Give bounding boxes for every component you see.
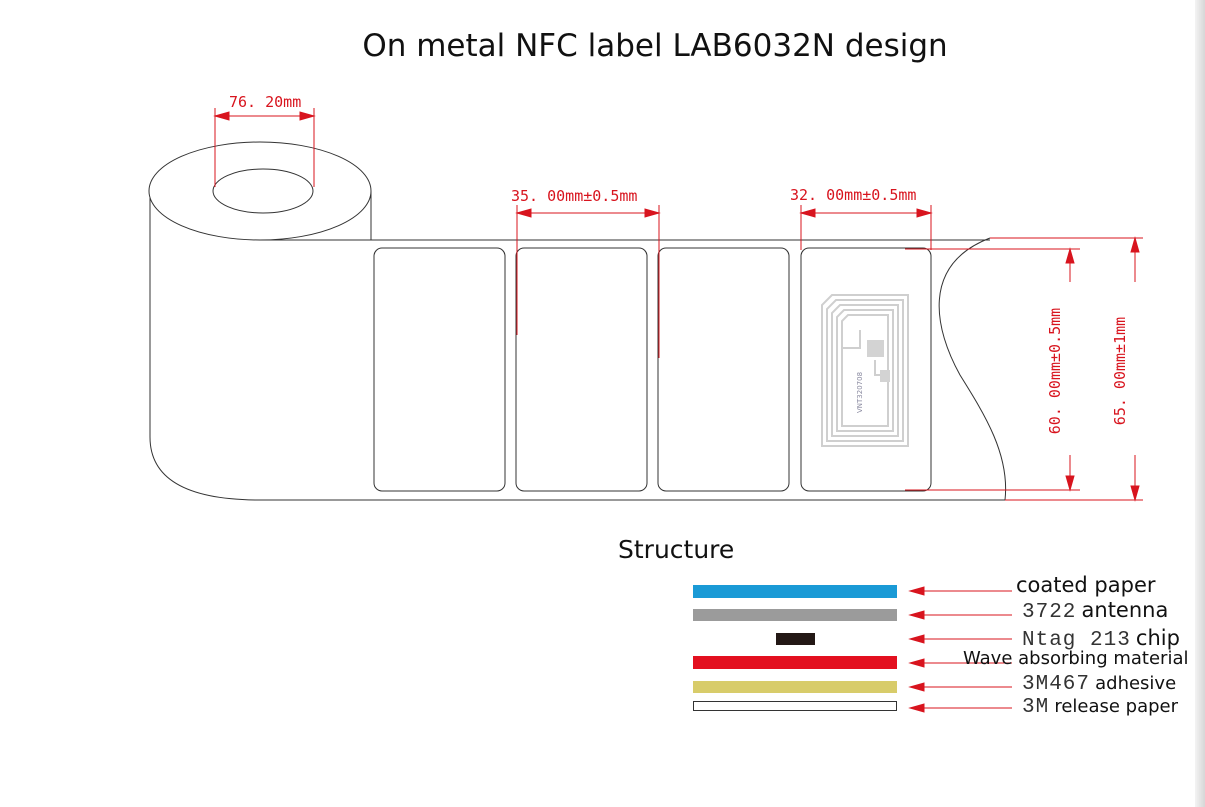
dim-label-height: 60. 00mm±0.5mm xyxy=(1046,307,1064,435)
dim-label-width: 32. 00mm±0.5mm xyxy=(790,186,917,204)
dimension-lines xyxy=(213,108,1143,713)
label-1 xyxy=(373,247,506,492)
label-2 xyxy=(515,247,648,492)
layer-code: 3M xyxy=(1022,696,1050,719)
label-3 xyxy=(657,247,790,492)
layer-coated-paper-bar xyxy=(693,585,897,598)
nfc-antenna-inlay xyxy=(821,294,909,447)
layer-name: antenna xyxy=(1081,598,1169,622)
layer-wave-absorbing-bar xyxy=(693,656,897,669)
layer-release-paper-bar xyxy=(693,701,897,711)
layer-name: adhesive xyxy=(1095,673,1177,694)
layer-name: release paper xyxy=(1054,696,1179,717)
inlay-text: VNT320708 xyxy=(856,372,864,413)
layer-name: chip xyxy=(1135,626,1180,650)
layer-label-wave-absorbing: Wave absorbing material xyxy=(963,648,1188,669)
layer-antenna-bar xyxy=(693,609,897,621)
layer-label-chip: Ntag 213 chip xyxy=(1022,626,1180,652)
layer-code: 3722 xyxy=(1022,601,1077,624)
label-4-nfc xyxy=(800,247,932,492)
page-title: On metal NFC label LAB6032N design xyxy=(362,28,948,64)
layer-label-antenna: 3722 antenna xyxy=(1022,598,1168,624)
layer-code: 3M467 xyxy=(1022,673,1091,696)
roll-core xyxy=(212,168,314,214)
roll-outline xyxy=(149,198,1005,501)
liner-cut-edge xyxy=(938,237,1007,501)
structure-title: Structure xyxy=(618,535,735,564)
layer-chip-bar xyxy=(776,633,815,645)
layer-label-release-paper: 3M release paper xyxy=(1022,696,1178,719)
layer-code: Ntag 213 xyxy=(1022,629,1131,652)
layer-name: coated paper xyxy=(1016,573,1156,597)
page-edge-scrollbar xyxy=(1195,0,1205,807)
dim-core: 76. 20mm xyxy=(229,93,302,111)
layer-adhesive-bar xyxy=(693,681,897,693)
layer-name: Wave absorbing material xyxy=(963,648,1189,669)
dim-liner-height: 65. 00mm±1mm xyxy=(1111,316,1129,426)
dim-gap: 35. 00mm±0.5mm xyxy=(511,187,638,205)
layer-label-adhesive: 3M467 adhesive xyxy=(1022,673,1176,696)
layer-label-coated-paper: coated paper xyxy=(1016,573,1156,597)
